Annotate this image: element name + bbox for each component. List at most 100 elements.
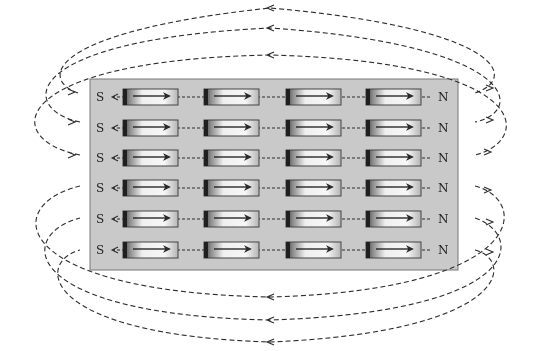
magnet-south-end: [204, 89, 208, 105]
magnet-body: [285, 119, 342, 137]
south-pole-label: S: [96, 121, 104, 135]
bar-magnet: [203, 149, 260, 167]
north-pole-label: N: [438, 212, 449, 226]
magnet-body: [285, 88, 342, 106]
magnet-south-end: [366, 89, 370, 105]
left-arrow-icon: [110, 246, 119, 254]
magnet-south-end: [123, 150, 127, 166]
bar-magnet: [365, 210, 422, 228]
bar-magnet: [365, 119, 422, 137]
magnet-body: [365, 210, 422, 228]
left-arrow-icon: [110, 215, 119, 223]
magnet-south-end: [286, 211, 290, 227]
south-pole-label: S: [96, 212, 104, 226]
bar-magnet: [122, 119, 179, 137]
north-pole-label: N: [438, 181, 449, 195]
left-arrow-icon: [110, 93, 119, 101]
south-pole-label: S: [96, 181, 104, 195]
magnet-south-end: [286, 120, 290, 136]
magnet-south-end: [204, 211, 208, 227]
magnet-body: [285, 149, 342, 167]
bar-magnet: [203, 241, 260, 259]
bar-magnet: [122, 241, 179, 259]
field-arrow-right-icon: [67, 88, 77, 96]
magnet-body: [285, 179, 342, 197]
field-line-bottom-1: [35, 185, 505, 298]
bar-magnet: [122, 149, 179, 167]
magnet-south-end: [366, 211, 370, 227]
magnet-south-end: [123, 120, 127, 136]
field-arrow-right-icon: [483, 186, 493, 194]
magnet-south-end: [123, 242, 127, 258]
bar-magnet: [365, 179, 422, 197]
magnet-body: [203, 179, 260, 197]
bar-magnet: [285, 210, 342, 228]
bar-magnet: [203, 210, 260, 228]
south-pole-label: S: [96, 90, 104, 104]
magnet-body: [285, 241, 342, 259]
magnet-body: [122, 241, 179, 259]
magnet-south-end: [123, 211, 127, 227]
bar-magnet: [365, 149, 422, 167]
material-block: [89, 78, 459, 271]
magnet-south-end: [123, 180, 127, 196]
bar-magnet: [203, 88, 260, 106]
field-arrow-left-icon: [265, 338, 275, 346]
bar-magnet: [365, 241, 422, 259]
bar-magnet: [122, 210, 179, 228]
magnet-body: [203, 241, 260, 259]
magnet-south-end: [366, 180, 370, 196]
magnet-body: [203, 210, 260, 228]
magnet-south-end: [286, 150, 290, 166]
bar-magnet: [122, 88, 179, 106]
field-line-top-2: [45, 27, 501, 123]
magnet-body: [203, 88, 260, 106]
bar-magnet: [122, 179, 179, 197]
north-pole-label: N: [438, 243, 449, 257]
magnet-south-end: [204, 120, 208, 136]
field-arrow-right-icon: [67, 118, 77, 126]
left-arrow-icon: [110, 154, 119, 162]
magnet-south-end: [286, 242, 290, 258]
left-arrow-icon: [110, 184, 119, 192]
field-arrow-left-icon: [265, 316, 275, 324]
magnet-south-end: [366, 120, 370, 136]
field-arrow-right-icon: [67, 151, 77, 159]
magnet-body: [122, 210, 179, 228]
north-pole-label: N: [438, 121, 449, 135]
field-arrow-left-icon: [265, 51, 275, 59]
field-arrow-right-icon: [485, 248, 495, 256]
field-arrow-right-icon: [485, 116, 495, 124]
magnet-south-end: [204, 150, 208, 166]
bar-magnet: [285, 119, 342, 137]
left-arrow-icon: [110, 124, 119, 132]
field-line-top-3: [34, 54, 507, 156]
field-arrow-right-icon: [485, 84, 495, 92]
field-lines-group: [34, 4, 507, 346]
magnet-body: [365, 119, 422, 137]
field-line-bottom-2: [44, 217, 502, 321]
bar-magnet: [285, 88, 342, 106]
bar-magnet: [285, 179, 342, 197]
magnet-body: [122, 179, 179, 197]
field-arrow-left-icon: [265, 293, 275, 301]
magnet-south-end: [123, 89, 127, 105]
north-pole-label: N: [438, 90, 449, 104]
bar-magnet: [365, 88, 422, 106]
magnet-south-end: [366, 242, 370, 258]
magnet-south-end: [286, 89, 290, 105]
magnet-body: [365, 179, 422, 197]
magnet-body: [122, 149, 179, 167]
magnet-south-end: [204, 242, 208, 258]
field-line-bottom-3: [57, 249, 495, 343]
north-pole-label: N: [438, 151, 449, 165]
bar-magnet: [203, 119, 260, 137]
magnet-south-end: [204, 180, 208, 196]
